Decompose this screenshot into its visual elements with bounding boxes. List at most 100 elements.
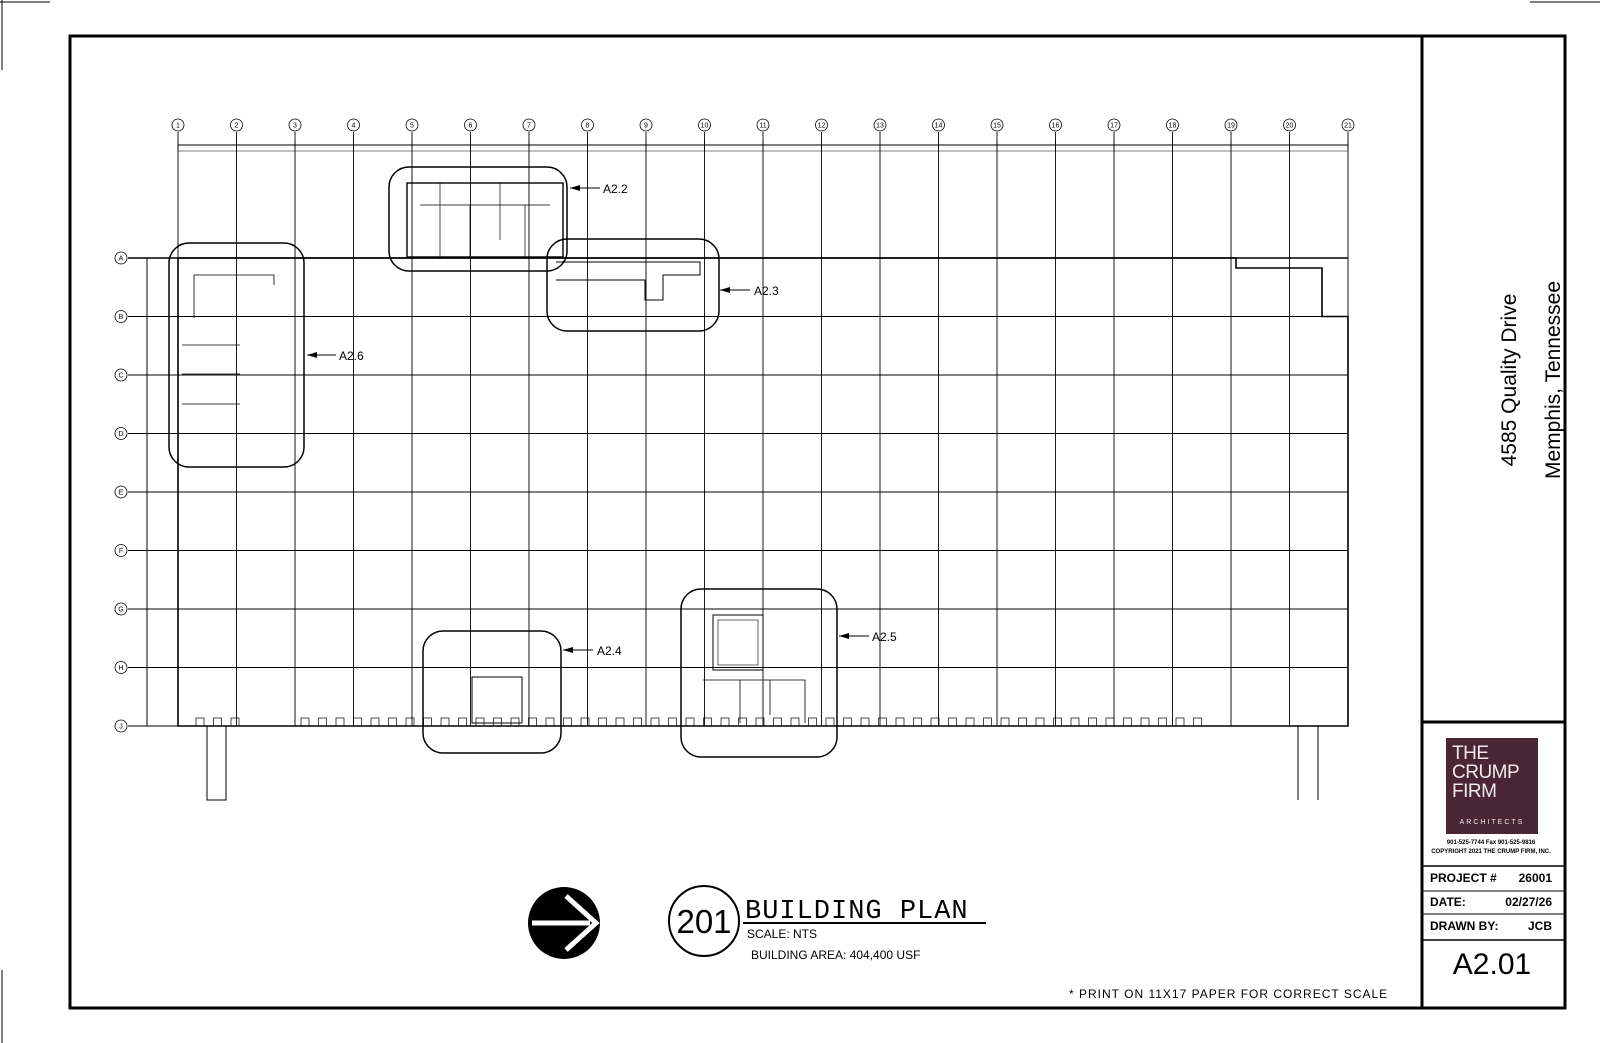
date-row: DATE: 02/27/26 <box>1424 890 1558 914</box>
dock-door <box>685 717 695 727</box>
grid-label-row: C <box>118 373 123 380</box>
grid-bubble-col <box>990 118 1004 132</box>
dock-door <box>230 717 240 727</box>
dock-door <box>388 717 397 727</box>
dock-door <box>545 717 555 727</box>
callout-a24[interactable]: A2.4 <box>422 630 622 754</box>
plan-title-block: 201 BUILDING PLAN SCALE: NTS BUILDING AR… <box>668 885 1388 1001</box>
grid-label-col: 4 <box>352 123 356 130</box>
grid-label-col: 16 <box>1052 123 1060 130</box>
dock-door <box>913 717 922 727</box>
grid-bubble-col <box>464 118 477 132</box>
grid-label-row: F <box>119 548 123 555</box>
grid-bubble-col <box>756 118 770 132</box>
grid-bubble-col <box>932 118 945 132</box>
callout-a22[interactable]: A2.2 <box>388 166 628 272</box>
callout-label-a23: A2.3 <box>754 284 779 298</box>
grid-label-row: H <box>118 665 123 672</box>
dock-door <box>825 717 835 727</box>
grid-bubble-row <box>114 602 128 616</box>
dock-door <box>493 717 502 727</box>
callout-a23[interactable]: A2.3 <box>546 238 779 332</box>
dock-door <box>860 717 870 727</box>
grid-bubble-col <box>347 118 360 132</box>
dock-door <box>650 717 660 727</box>
grid-label-col: 21 <box>1344 123 1352 130</box>
grid-label-row: A <box>119 256 124 263</box>
office-area-a24 <box>471 676 523 724</box>
dock-door <box>930 717 940 727</box>
dock-door <box>563 717 572 727</box>
office-area-a22 <box>406 182 564 258</box>
dock-door <box>755 717 765 727</box>
dock-door <box>1105 717 1115 727</box>
office-area-a25 <box>712 614 764 671</box>
grid-label-col: 14 <box>935 123 943 130</box>
callout-a26[interactable]: A2.6 <box>168 242 364 468</box>
dock-door <box>353 717 362 727</box>
grid-label-col: 13 <box>876 123 884 130</box>
stair-extension-left <box>206 725 227 801</box>
grid-bubble-row <box>114 544 128 557</box>
dock-door <box>1035 717 1045 727</box>
dock-door <box>720 717 730 727</box>
grid-label-col: 2 <box>235 123 239 130</box>
north-arrow-icon <box>528 887 600 959</box>
grid-label-col: 17 <box>1110 123 1118 130</box>
grid-bubble-col <box>873 118 887 132</box>
date-value: 02/27/26 <box>1505 895 1552 909</box>
project-number-value: 26001 <box>1518 871 1552 885</box>
dock-door <box>1123 717 1132 727</box>
callout-label-a22: A2.2 <box>603 182 628 196</box>
dock-door <box>300 717 310 727</box>
dock-door <box>510 717 520 727</box>
print-note: * PRINT ON 11X17 PAPER FOR CORRECT SCALE <box>1069 987 1388 1001</box>
detail-number: 201 <box>676 903 731 940</box>
grid-label-col: 11 <box>759 123 766 130</box>
grid-label-col: 3 <box>293 123 297 130</box>
sheet-number: A2.01 <box>1452 948 1532 981</box>
callout-label-a24: A2.4 <box>597 644 622 658</box>
sheet-border <box>68 34 1567 1010</box>
grid-bubble-row <box>114 368 128 382</box>
callout-label-a26: A2.6 <box>339 349 364 363</box>
grid-bubble-col <box>1341 118 1355 132</box>
dock-door <box>1000 717 1010 727</box>
office-partitions-a22 <box>420 183 550 257</box>
grid-bubble-col <box>288 118 302 132</box>
logo-line-1: THE <box>1452 743 1489 764</box>
grid-label-col: 19 <box>1227 123 1235 130</box>
dock-door <box>965 717 975 727</box>
grid-label-row: E <box>119 490 124 497</box>
logo-line-2: CRUMP <box>1452 762 1520 783</box>
grid-bubble-col <box>698 118 711 132</box>
drawn-by-row: DRAWN BY: JCB <box>1424 914 1558 938</box>
grid-label-col: 6 <box>469 123 473 130</box>
dock-door <box>458 717 467 727</box>
firm-copyright: COPYRIGHT 2021 THE CRUMP FIRM, INC. <box>1431 849 1551 855</box>
grid-bubble-col <box>522 118 536 132</box>
grid-label-row: G <box>118 607 123 614</box>
drawn-by-value: JCB <box>1527 919 1552 933</box>
grid-bubble-col <box>1107 118 1121 132</box>
project-number-row: PROJECT # 26001 <box>1424 866 1558 890</box>
callout-a25[interactable]: A2.5 <box>680 588 897 758</box>
grid-label-col: 12 <box>818 123 826 130</box>
logo-subtitle: ARCHITECTS <box>1459 819 1525 826</box>
callout-label-a25: A2.5 <box>872 630 897 644</box>
dock-door <box>843 717 852 727</box>
dock-door <box>615 717 625 727</box>
dock-door <box>1088 717 1097 727</box>
dock-door <box>983 717 992 727</box>
firm-logo: THE CRUMP FIRM ARCHITECTS <box>1446 738 1538 834</box>
grid-bubble-col <box>639 118 653 132</box>
grid-label-col: 10 <box>701 123 709 130</box>
dock-door <box>370 717 380 727</box>
grid-bubble-col <box>1283 118 1296 132</box>
logo-line-3: FIRM <box>1452 781 1497 802</box>
address-line-1: 4585 Quality Drive <box>1498 293 1521 467</box>
grid-label-row: D <box>118 431 123 438</box>
grid-bubble-row <box>114 719 128 733</box>
dock-door <box>738 717 747 727</box>
